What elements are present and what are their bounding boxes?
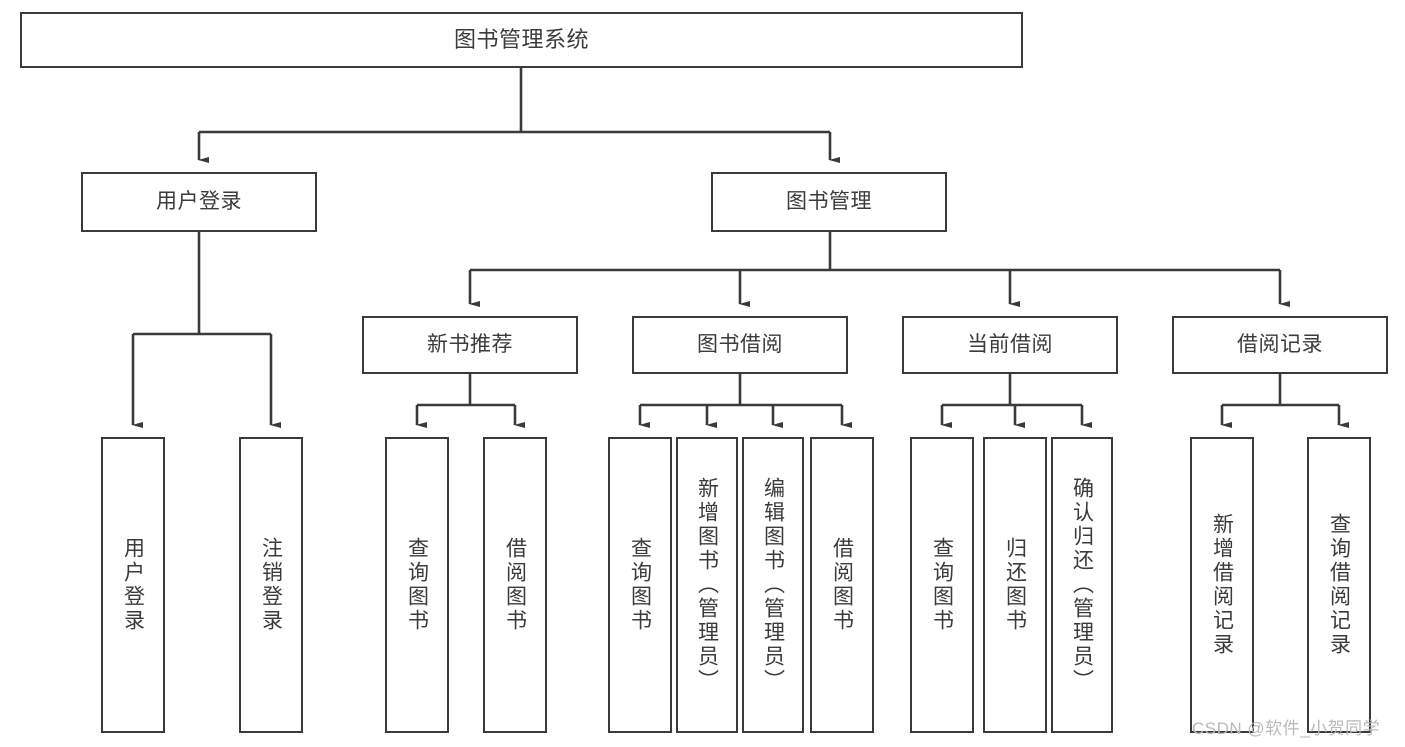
node-leaf-edit-book[interactable]: 编辑图书（管理员） xyxy=(742,437,804,733)
watermark: CSDN @软件_小贺同学 xyxy=(1192,719,1381,738)
node-leaf-user-login[interactable]: 用户登录 xyxy=(101,437,165,733)
node-new-book-recommend-label: 新书推荐 xyxy=(427,332,513,356)
node-leaf-user-login-label: 用户登录 xyxy=(121,537,145,633)
node-leaf-logout-label: 注销登录 xyxy=(259,537,283,633)
node-leaf-borrow-book-1-label: 借阅图书 xyxy=(503,537,527,633)
node-leaf-query-record-label: 查询借阅记录 xyxy=(1327,513,1351,657)
node-current-borrow[interactable]: 当前借阅 xyxy=(902,316,1118,374)
node-borrow-record-label: 借阅记录 xyxy=(1237,332,1323,356)
node-leaf-return-book[interactable]: 归还图书 xyxy=(983,437,1047,733)
node-leaf-edit-book-label: 编辑图书（管理员） xyxy=(761,477,785,693)
node-leaf-add-record[interactable]: 新增借阅记录 xyxy=(1190,437,1254,733)
node-borrow-record[interactable]: 借阅记录 xyxy=(1172,316,1388,374)
node-leaf-return-book-label: 归还图书 xyxy=(1003,537,1027,633)
node-leaf-confirm-return[interactable]: 确认归还（管理员） xyxy=(1051,437,1113,733)
node-book-manage-label: 图书管理 xyxy=(786,189,872,213)
node-root[interactable]: 图书管理系统 xyxy=(20,12,1023,68)
node-leaf-add-book[interactable]: 新增图书（管理员） xyxy=(676,437,738,733)
node-leaf-query-book-1[interactable]: 查询图书 xyxy=(385,437,449,733)
node-leaf-borrow-book-1[interactable]: 借阅图书 xyxy=(483,437,547,733)
node-leaf-borrow-book-2-label: 借阅图书 xyxy=(830,537,854,633)
node-leaf-add-record-label: 新增借阅记录 xyxy=(1210,513,1234,657)
node-leaf-query-book-2[interactable]: 查询图书 xyxy=(608,437,672,733)
node-user-login[interactable]: 用户登录 xyxy=(81,172,317,232)
node-leaf-query-record[interactable]: 查询借阅记录 xyxy=(1307,437,1371,733)
node-leaf-borrow-book-2[interactable]: 借阅图书 xyxy=(810,437,874,733)
node-current-borrow-label: 当前借阅 xyxy=(967,332,1053,356)
node-root-label: 图书管理系统 xyxy=(453,27,589,53)
node-new-book-recommend[interactable]: 新书推荐 xyxy=(362,316,578,374)
node-leaf-add-book-label: 新增图书（管理员） xyxy=(695,477,719,693)
node-leaf-query-book-3-label: 查询图书 xyxy=(930,537,954,633)
node-leaf-query-book-3[interactable]: 查询图书 xyxy=(910,437,974,733)
node-book-borrow-label: 图书借阅 xyxy=(697,332,783,356)
node-user-login-label: 用户登录 xyxy=(156,189,242,213)
node-leaf-query-book-2-label: 查询图书 xyxy=(628,537,652,633)
node-book-manage[interactable]: 图书管理 xyxy=(711,172,947,232)
node-leaf-logout[interactable]: 注销登录 xyxy=(239,437,303,733)
node-book-borrow[interactable]: 图书借阅 xyxy=(632,316,848,374)
node-leaf-query-book-1-label: 查询图书 xyxy=(405,537,429,633)
node-leaf-confirm-return-label: 确认归还（管理员） xyxy=(1070,477,1094,693)
